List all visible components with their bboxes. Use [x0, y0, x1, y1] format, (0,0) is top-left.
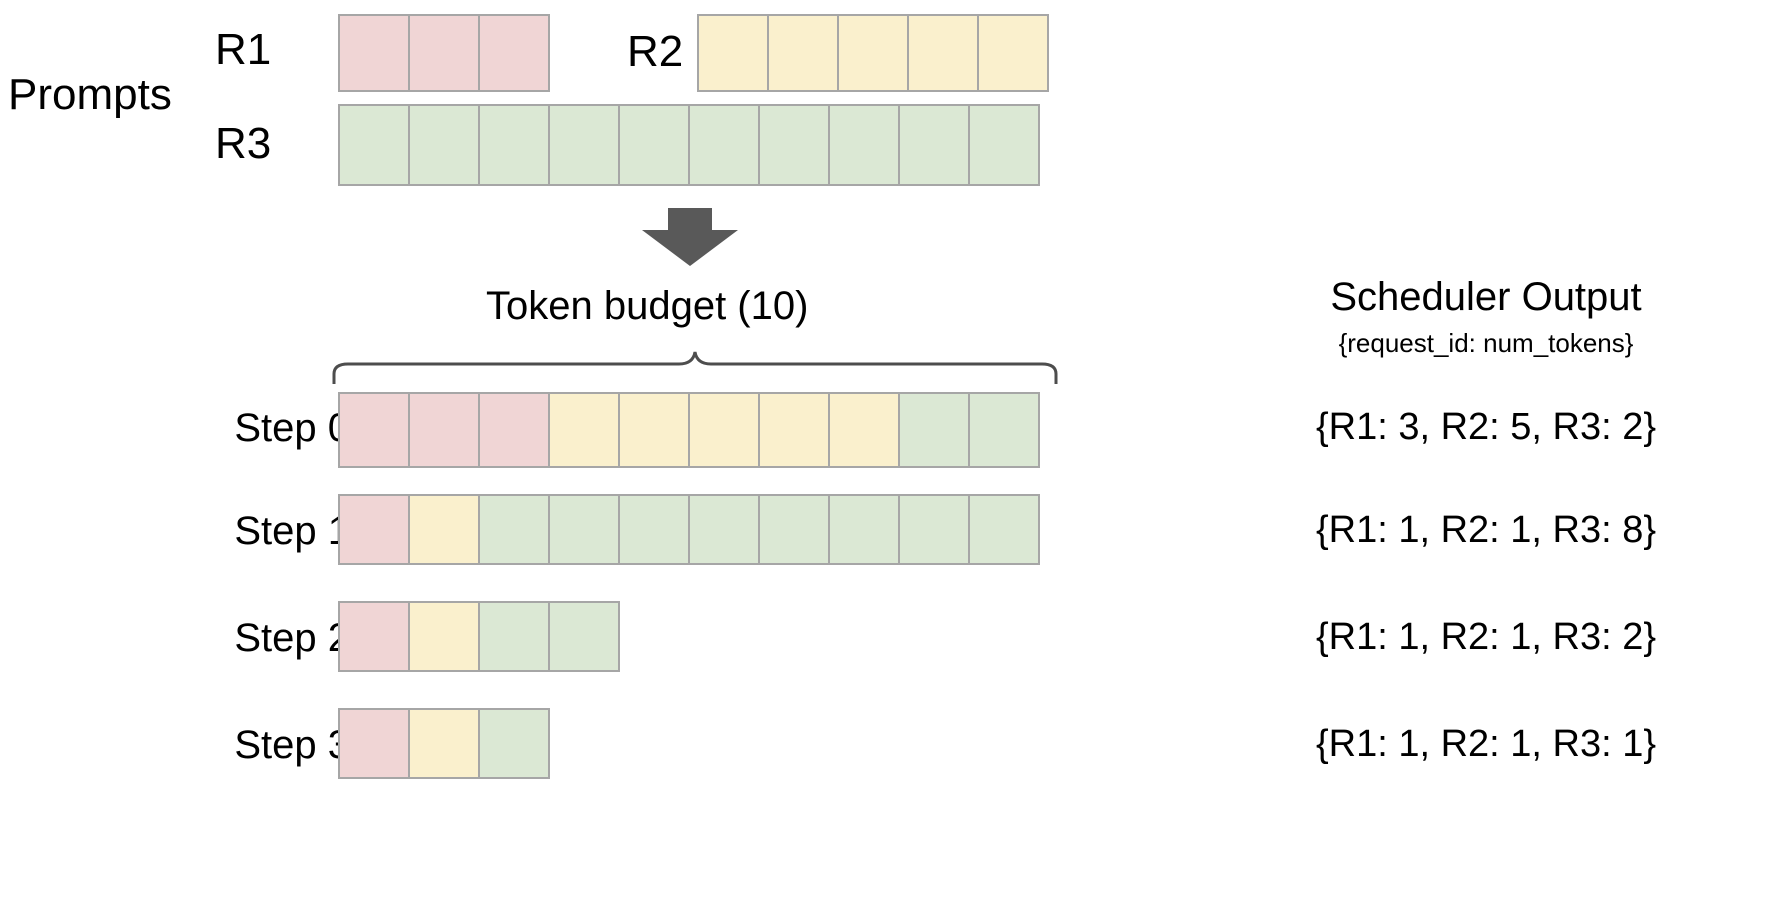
token-cell-r3	[618, 494, 690, 565]
prompt-row-r3	[338, 104, 1040, 186]
token-cell-r2	[618, 392, 690, 468]
token-cell-r1	[408, 392, 480, 468]
token-budget-label: Token budget (10)	[486, 284, 809, 328]
token-cell-r2	[837, 14, 909, 92]
scheduler-output-1: {R1: 1, R2: 1, R3: 8}	[1315, 509, 1657, 551]
step-row-0	[338, 392, 1040, 468]
prompt-row-label-r3: R3	[215, 119, 272, 168]
token-cell-r2	[828, 392, 900, 468]
prompt-row-r1	[338, 14, 550, 92]
token-cell-r3	[548, 601, 620, 672]
token-cell-r2	[697, 14, 769, 92]
down-arrow-icon	[635, 208, 745, 268]
scheduler-output-subtitle: {request_id: num_tokens}	[1338, 328, 1634, 358]
token-cell-r1	[408, 14, 480, 92]
token-cell-r3	[968, 392, 1040, 468]
token-cell-r2	[907, 14, 979, 92]
scheduler-output-2: {R1: 1, R2: 1, R3: 2}	[1315, 616, 1657, 658]
prompt-row-r2	[697, 14, 1049, 92]
token-cell-r3	[548, 494, 620, 565]
token-cell-r2	[408, 708, 480, 779]
token-cell-r3	[898, 392, 970, 468]
token-cell-r3	[898, 494, 970, 565]
token-cell-r3	[548, 104, 620, 186]
token-cell-r2	[408, 601, 480, 672]
token-cell-r3	[968, 494, 1040, 565]
token-cell-r3	[898, 104, 970, 186]
token-cell-r1	[478, 14, 550, 92]
token-cell-r3	[758, 104, 830, 186]
step-label-1: Step 1	[234, 509, 350, 553]
step-label-3: Step 3	[234, 723, 350, 767]
token-cell-r1	[338, 494, 410, 565]
token-cell-r1	[338, 14, 410, 92]
token-cell-r2	[548, 392, 620, 468]
token-cell-r3	[828, 494, 900, 565]
prompt-row-label-r2: R2	[627, 27, 684, 76]
scheduler-output-3: {R1: 1, R2: 1, R3: 1}	[1315, 723, 1657, 765]
scheduler-output-0: {R1: 3, R2: 5, R3: 2}	[1315, 406, 1657, 448]
prompt-row-label-r1: R1	[215, 25, 272, 74]
token-cell-r3	[408, 104, 480, 186]
token-cell-r2	[758, 392, 830, 468]
token-cell-r1	[338, 392, 410, 468]
token-cell-r3	[688, 494, 760, 565]
token-cell-r1	[478, 392, 550, 468]
step-row-3	[338, 708, 550, 779]
token-cell-r2	[408, 494, 480, 565]
token-cell-r3	[828, 104, 900, 186]
scheduler-output-title: Scheduler Output	[1330, 275, 1642, 319]
token-cell-r3	[968, 104, 1040, 186]
token-cell-r3	[478, 708, 550, 779]
token-cell-r1	[338, 601, 410, 672]
token-cell-r3	[478, 494, 550, 565]
token-cell-r1	[338, 708, 410, 779]
step-label-2: Step 2	[234, 616, 350, 660]
step-label-0: Step 0	[234, 406, 350, 450]
token-cell-r2	[977, 14, 1049, 92]
token-cell-r2	[767, 14, 839, 92]
curly-brace-icon	[330, 348, 1060, 384]
step-row-2	[338, 601, 620, 672]
prompts-label: Prompts	[8, 70, 172, 119]
token-cell-r3	[688, 104, 760, 186]
token-cell-r3	[338, 104, 410, 186]
token-cell-r3	[758, 494, 830, 565]
step-row-1	[338, 494, 1040, 565]
token-cell-r3	[478, 104, 550, 186]
token-cell-r3	[478, 601, 550, 672]
token-cell-r2	[688, 392, 760, 468]
token-cell-r3	[618, 104, 690, 186]
